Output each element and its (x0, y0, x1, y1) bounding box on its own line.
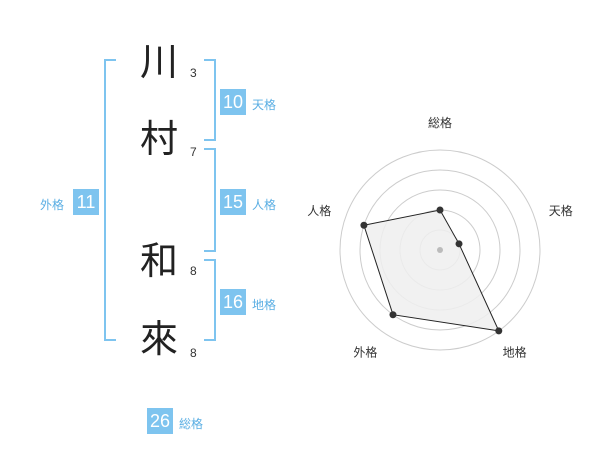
soukaku-value: 26 (147, 408, 173, 434)
name-char-1: 川 (140, 40, 179, 84)
stroke-count-3: 8 (190, 264, 197, 278)
name-char-2: 村 (140, 117, 179, 161)
stroke-count-4: 8 (190, 346, 197, 360)
chikaku-bracket (204, 259, 216, 341)
radar-axis-label-4: 外格 (353, 345, 377, 360)
chikaku-label: 地格 (252, 298, 277, 312)
radar-axis-label-3: 地格 (503, 345, 527, 360)
chikaku-value: 16 (220, 289, 246, 315)
radar-ring-5 (339, 149, 541, 351)
radar-points (360, 206, 503, 335)
stroke-count-1: 3 (190, 66, 197, 80)
radar-point-1 (436, 206, 444, 214)
jinkaku-bracket (204, 148, 216, 252)
stroke-count-2: 7 (190, 145, 197, 159)
name-char-4: 來 (140, 317, 179, 361)
tenkaku-bracket (204, 59, 216, 141)
radar-axis-label-1: 総格 (428, 115, 452, 130)
radar-point-4 (389, 311, 397, 319)
jinkaku-value: 15 (220, 189, 246, 215)
radar-axis-label-5: 人格 (307, 203, 331, 218)
soukaku-label: 総格 (179, 417, 204, 431)
name-char-3: 和 (140, 239, 179, 283)
radar-point-3 (495, 327, 503, 335)
radar-point-2 (455, 240, 463, 248)
radar-point-5 (360, 221, 368, 229)
jinkaku-label: 人格 (252, 198, 277, 212)
radar-center-dot (437, 247, 443, 253)
tenkaku-label: 天格 (252, 98, 277, 112)
gaikaku-label: 外格 (40, 198, 65, 212)
radar-polygon (363, 209, 500, 332)
gaikaku-value: 11 (73, 189, 99, 215)
radar-axis-label-2: 天格 (549, 203, 573, 218)
gaikaku-bracket (104, 59, 116, 341)
tenkaku-value: 10 (220, 89, 246, 115)
radar-ring-4 (359, 169, 521, 331)
